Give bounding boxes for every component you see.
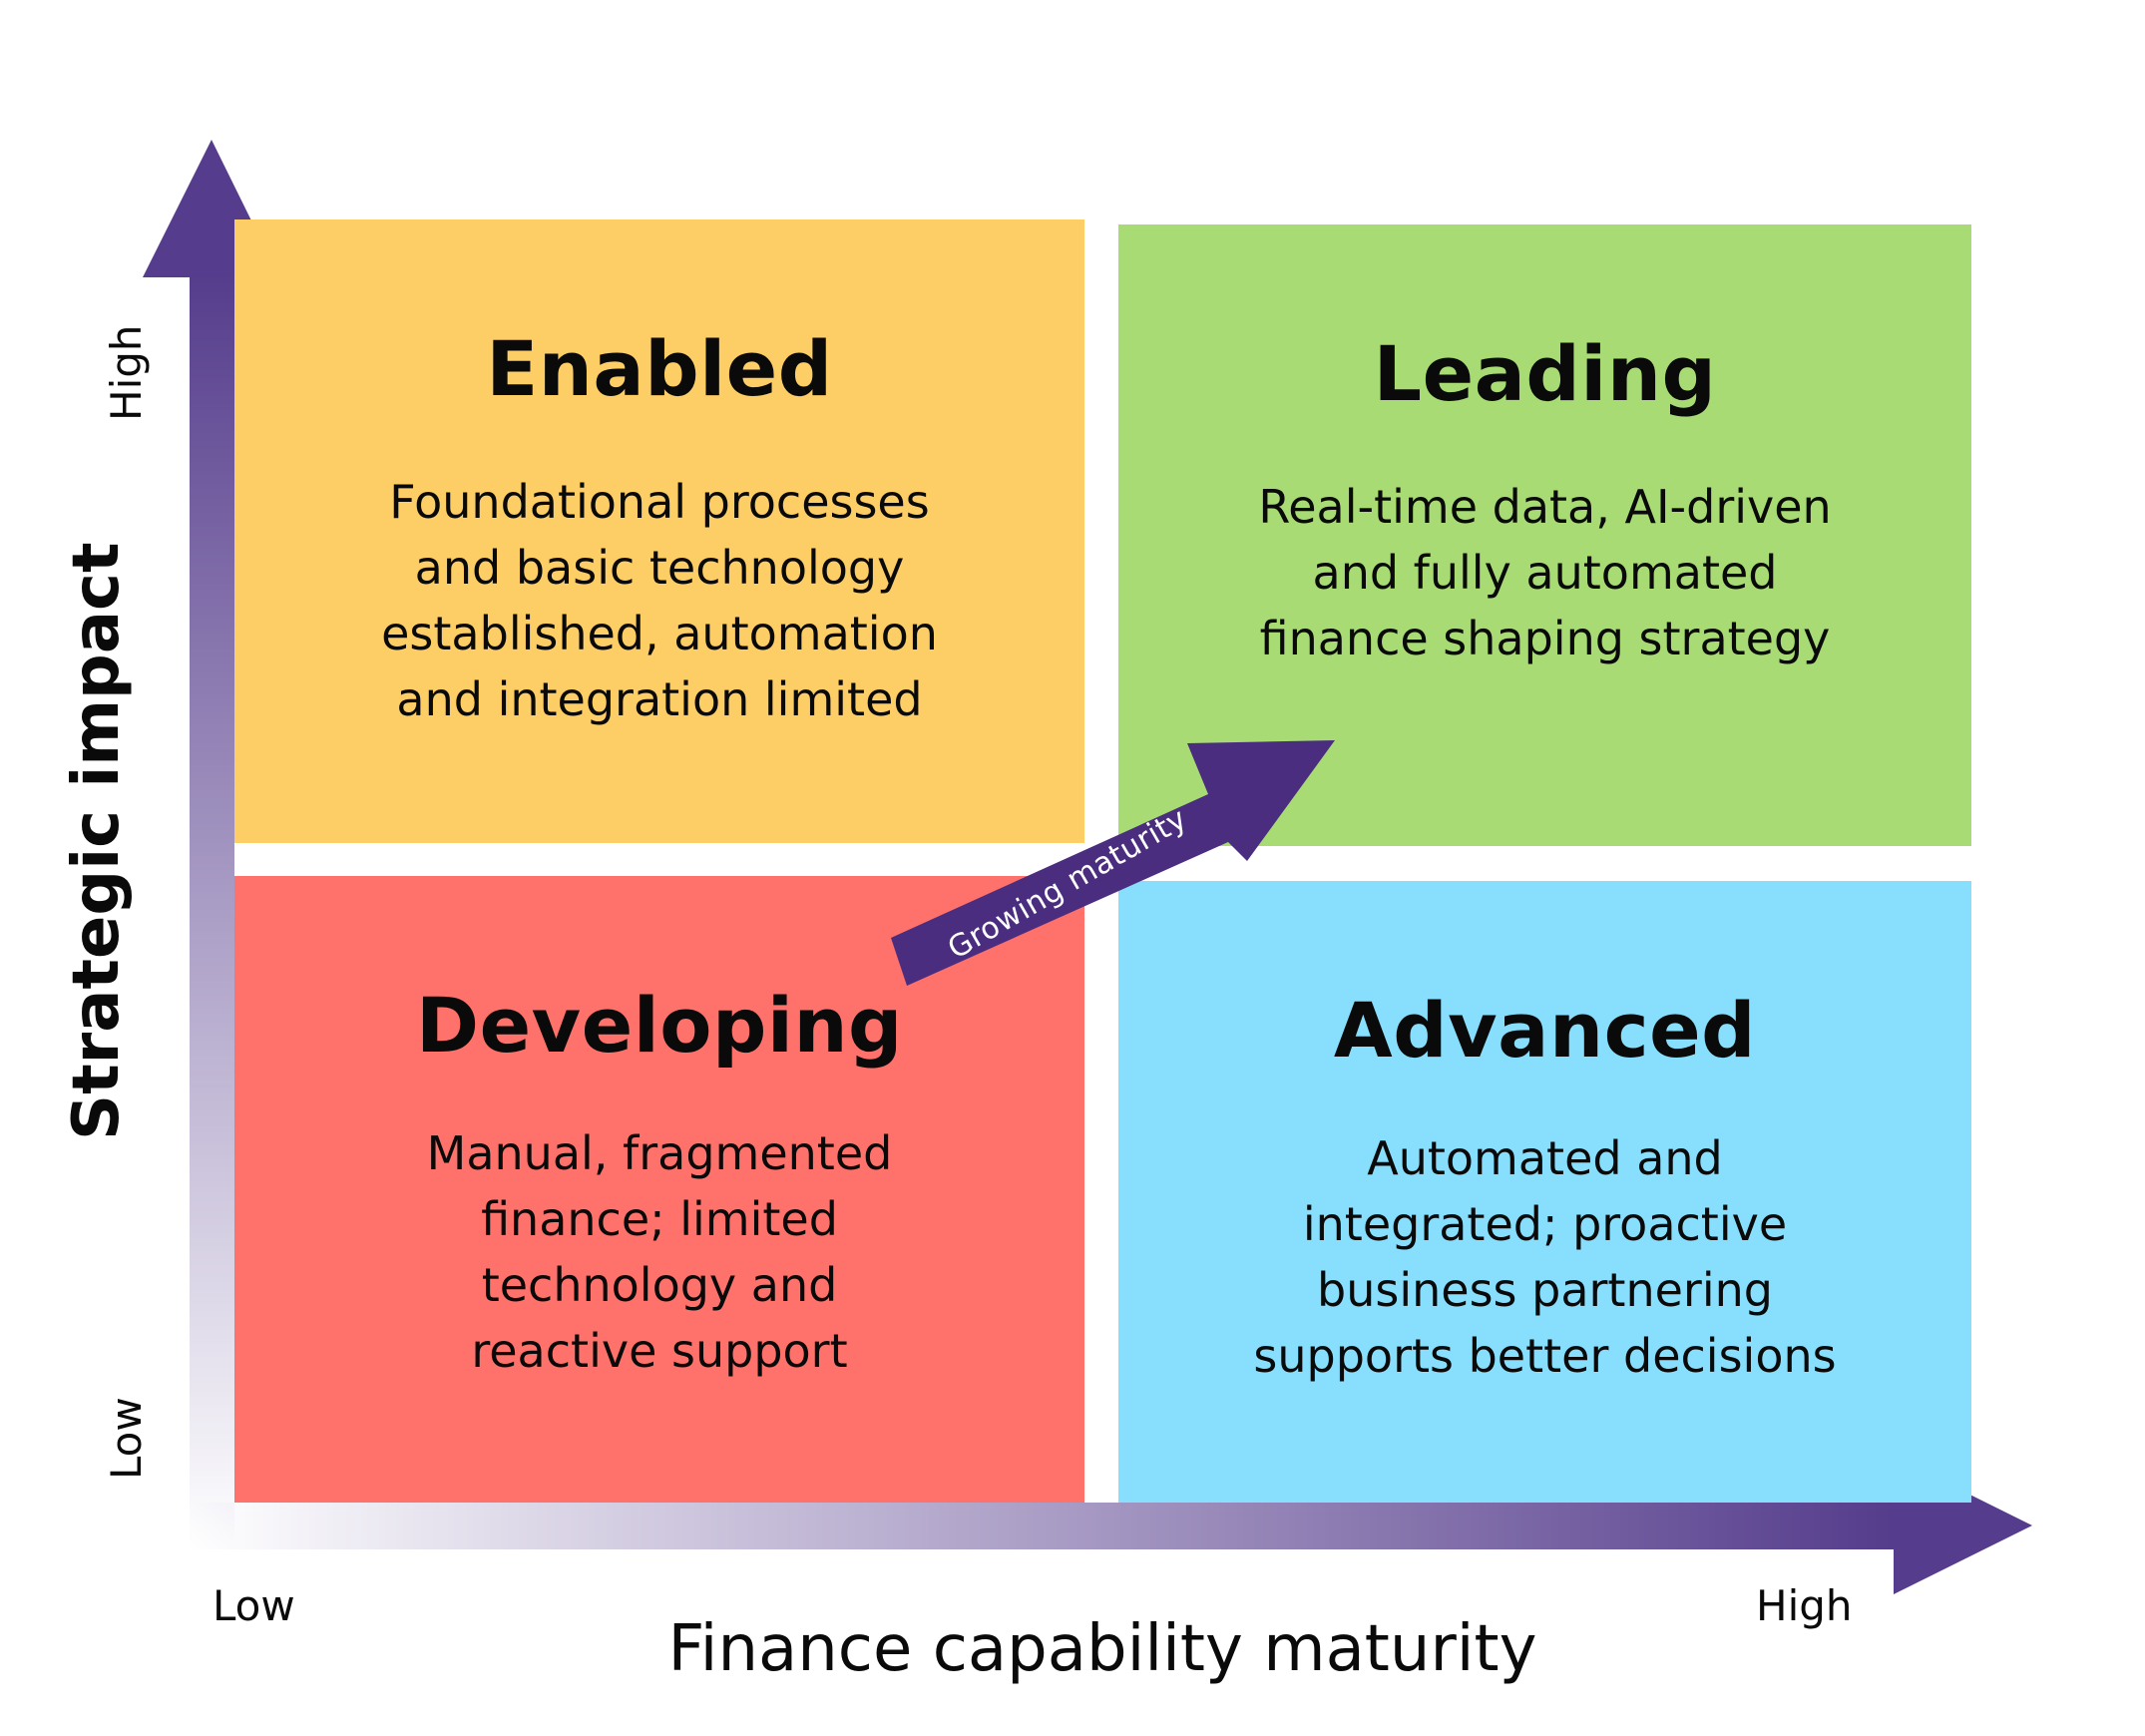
quadrant-developing-line: Manual, fragmented <box>426 1126 893 1180</box>
y-tick-high: High <box>102 324 151 421</box>
quadrant-developing-title: Developing <box>416 981 903 1070</box>
quadrant-enabled-line: Foundational processes <box>389 475 930 529</box>
quadrant-developing-description: Manual, fragmented finance; limited tech… <box>234 1120 1084 1384</box>
quadrant-leading-line: Real-time data, AI-driven <box>1258 480 1832 534</box>
y-tick-low: Low <box>102 1397 151 1480</box>
quadrant-developing-line: finance; limited <box>481 1192 838 1246</box>
x-axis-title: Finance capability maturity <box>667 1612 1537 1686</box>
quadrant-leading-title: Leading <box>1373 329 1717 418</box>
quadrant-advanced-line: supports better decisions <box>1253 1329 1837 1383</box>
quadrant-advanced-line: business partnering <box>1317 1263 1773 1317</box>
x-tick-high: High <box>1756 1581 1853 1630</box>
quadrant-leading-line: and fully automated <box>1312 546 1778 600</box>
quadrant-developing: Developing Manual, fragmented finance; l… <box>234 876 1084 1503</box>
quadrant-enabled-line: and integration limited <box>396 672 923 726</box>
quadrant-enabled: Enabled Foundational processes and basic… <box>234 219 1084 843</box>
quadrant-enabled-description: Foundational processes and basic technol… <box>234 469 1084 732</box>
x-axis-shaft <box>190 1503 1896 1549</box>
quadrant-advanced-line: integrated; proactive <box>1302 1197 1788 1251</box>
quadrant-advanced-line: Automated and <box>1367 1131 1723 1185</box>
quadrant-developing-line: reactive support <box>471 1324 848 1378</box>
quadrant-leading-line: finance shaping strategy <box>1259 612 1831 665</box>
y-axis-title: Strategic impact <box>60 542 134 1140</box>
quadrant-enabled-title: Enabled <box>486 324 833 413</box>
quadrant-advanced: Advanced Automated and integrated; proac… <box>1118 881 1971 1503</box>
y-axis-shaft <box>190 269 234 1551</box>
x-tick-low: Low <box>213 1581 295 1630</box>
quadrant-enabled-line: established, automation <box>381 607 938 660</box>
quadrant-leading-description: Real-time data, AI-driven and fully auto… <box>1118 474 1971 671</box>
quadrant-advanced-description: Automated and integrated; proactive busi… <box>1118 1125 1971 1389</box>
quadrant-developing-line: technology and <box>481 1258 838 1312</box>
quadrant-advanced-title: Advanced <box>1333 986 1757 1075</box>
growing-maturity-arrow-shape <box>891 740 1335 986</box>
quadrant-enabled-line: and basic technology <box>414 541 905 595</box>
